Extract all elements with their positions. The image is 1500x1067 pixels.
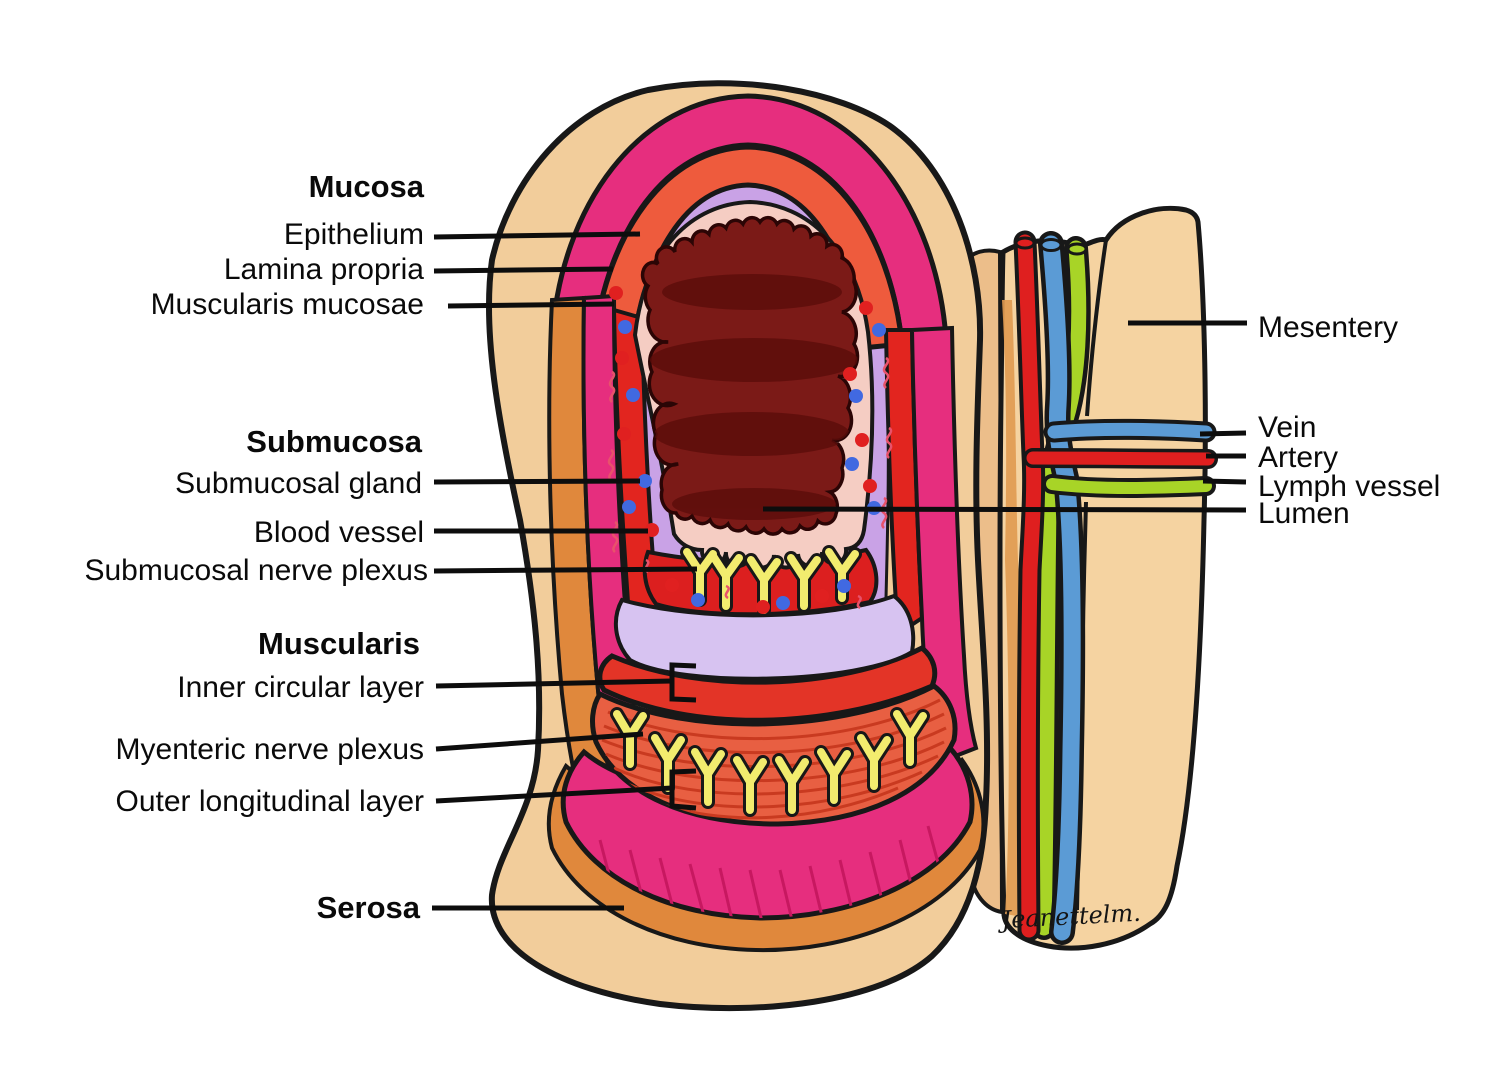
longitudinal-striations <box>598 825 942 918</box>
right-labels: Mesentery Vein Artery Lymph vessel Lumen <box>1258 311 1440 530</box>
gi-wall-layers <box>485 80 991 1012</box>
label-submucosa: Submucosa <box>246 424 422 459</box>
left-labels: Mucosa Epithelium Lamina propria Muscula… <box>84 169 428 925</box>
label-submucosal-nerve-plexus: Submucosal nerve plexus <box>84 554 428 587</box>
label-blood-vessel: Blood vessel <box>254 516 424 549</box>
inner-circular-thin-arc <box>597 645 938 723</box>
leader-lines <box>432 231 1247 911</box>
mesentery-vessels <box>1013 230 1218 945</box>
leader-inner-circular-layer <box>435 678 673 689</box>
leader-myenteric-nerve-plexus <box>435 731 644 752</box>
leader-epithelium <box>433 231 641 240</box>
leader-lymph-vessel <box>1202 478 1247 485</box>
vein-cap <box>1039 238 1063 252</box>
label-inner-circular-layer: Inner circular layer <box>177 671 424 704</box>
leader-lamina-propria <box>433 266 614 274</box>
label-muscularis: Muscularis <box>258 626 420 661</box>
vein-vessel <box>1042 235 1081 941</box>
vein-branch <box>1047 422 1213 439</box>
label-artery: Artery <box>1258 441 1338 474</box>
label-mucosa: Mucosa <box>309 169 425 204</box>
artery-vessel <box>1017 234 1042 938</box>
submucosa-blood-vessel-dots <box>609 286 886 614</box>
lymph-cap <box>1066 242 1088 256</box>
artery-branch <box>1026 451 1215 466</box>
leader-outer-longitudinal-layer <box>435 785 673 804</box>
label-serosa: Serosa <box>317 890 421 925</box>
submucosa-nerve-squiggles <box>607 356 893 610</box>
leader-lumen <box>762 506 1247 513</box>
label-submucosal-gland: Submucosal gland <box>175 467 422 500</box>
leader-muscularis-mucosae <box>447 301 615 309</box>
leader-submucosal-gland <box>433 478 641 485</box>
label-myenteric-nerve-plexus: Myenteric nerve plexus <box>116 733 424 766</box>
label-lymph-vessel: Lymph vessel <box>1258 470 1440 503</box>
label-epithelium: Epithelium <box>284 218 424 251</box>
label-outer-longitudinal-layer: Outer longitudinal layer <box>115 785 424 818</box>
label-mesentery: Mesentery <box>1258 311 1398 344</box>
lumen-dark-bands <box>650 274 858 520</box>
bracket-outer-longitudinal-layer <box>669 768 697 811</box>
mesentery-fold-line-upper <box>1085 239 1108 417</box>
label-vein: Vein <box>1258 411 1316 444</box>
lymph-branch <box>1046 478 1212 494</box>
bracket-inner-circular-layer <box>669 662 697 703</box>
artery-cap <box>1014 236 1036 250</box>
lumen-interior <box>640 215 860 536</box>
inner-circular-muscle-band <box>590 683 958 827</box>
label-muscularis-mucosae: Muscularis mucosae <box>151 288 424 321</box>
leader-submucosal-nerve-plexus <box>433 566 698 574</box>
label-lamina-propria: Lamina propria <box>224 253 424 286</box>
leader-vein <box>1199 430 1247 437</box>
label-lumen: Lumen <box>1258 497 1350 530</box>
